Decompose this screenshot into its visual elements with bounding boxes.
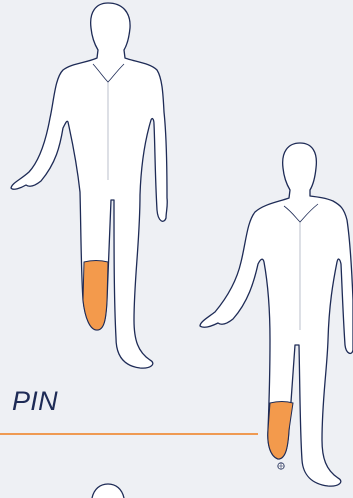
body-outline-1: [11, 3, 167, 368]
highlight-region-2: [268, 402, 293, 460]
body-outline-2: [200, 143, 353, 486]
section-divider: [0, 433, 258, 435]
pin-marker-icon: [278, 463, 284, 469]
highlight-region-1: [83, 261, 108, 331]
section-title: PIN: [12, 388, 58, 415]
